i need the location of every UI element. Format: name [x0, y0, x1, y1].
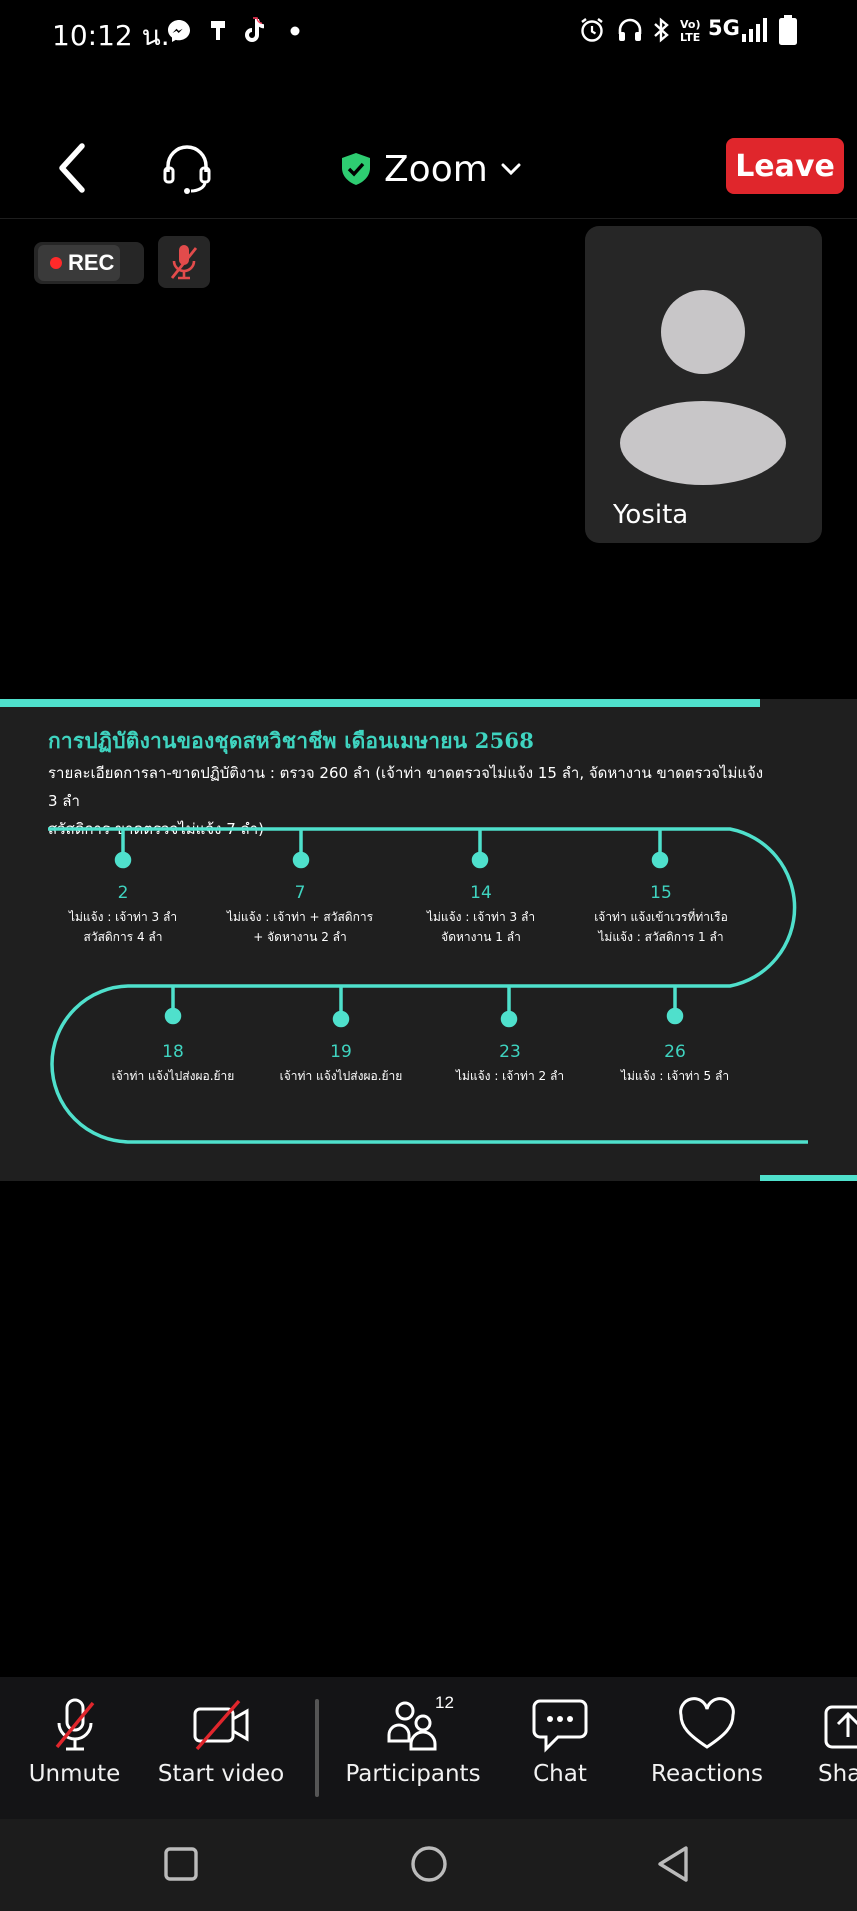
- event-day: 23: [499, 1042, 521, 1062]
- reactions-button[interactable]: Reactions: [650, 1677, 764, 1819]
- timeline-event: 7 ไม่แจ้ง : เจ้าท่า + สวัสดิการ + จัดหาง…: [200, 883, 400, 947]
- system-navigation-bar: [0, 1819, 857, 1911]
- avatar-placeholder-icon: [620, 290, 786, 485]
- event-description: เจ้าท่า แจ้งไปส่งผอ.ย้าย: [279, 1069, 403, 1083]
- chat-button[interactable]: Chat: [520, 1677, 600, 1819]
- timeline-event: 2 ไม่แจ้ง : เจ้าท่า 3 ลำ สวัสดิการ 4 ลำ: [23, 883, 223, 947]
- meeting-title: Zoom: [384, 148, 488, 190]
- event-day: 7: [294, 883, 306, 903]
- share-label: Sha: [818, 1761, 857, 1787]
- event-day: 19: [330, 1042, 352, 1062]
- headphones-icon: [618, 18, 642, 41]
- event-line: จัดหางาน 1 ลำ: [441, 930, 521, 944]
- timeline-event: 26 ไม่แจ้ง : เจ้าท่า 5 ลำ: [575, 1042, 775, 1086]
- timeline-event: 19 เจ้าท่า แจ้งไปส่งผอ.ย้าย: [241, 1042, 441, 1086]
- reactions-label: Reactions: [651, 1761, 763, 1787]
- event-day: 26: [664, 1042, 686, 1062]
- header-divider: [0, 218, 857, 219]
- participant-name: Yosita: [613, 500, 689, 530]
- tiktok-icon: [245, 17, 264, 42]
- slide-title: การปฏิบัติงานของชุดสหวิชาชีพ เดือนเมษายน…: [48, 728, 535, 753]
- chat-bubble-icon: [532, 1699, 588, 1753]
- timeline-event: 23 ไม่แจ้ง : เจ้าท่า 2 ลำ: [410, 1042, 610, 1086]
- event-description: ไม่แจ้ง : เจ้าท่า 5 ลำ: [620, 1069, 730, 1083]
- event-line: ไม่แจ้ง : สวัสดิการ 1 ลำ: [598, 930, 724, 944]
- event-line: เจ้าท่า แจ้งเข้าเวรที่ท่าเรือ: [594, 910, 728, 924]
- svg-text:LTE: LTE: [680, 31, 700, 44]
- back-chevron-icon[interactable]: [50, 140, 94, 196]
- messenger-icon: [168, 20, 190, 42]
- share-upload-icon: [824, 1705, 857, 1749]
- timeline-event: 15 เจ้าท่า แจ้งเข้าเวรที่ท่าเรือ ไม่แจ้ง…: [561, 883, 761, 947]
- chevron-down-icon: [501, 163, 521, 176]
- share-button[interactable]: Sha: [818, 1677, 857, 1819]
- toolbar-separator: [315, 1699, 319, 1797]
- heart-icon: [679, 1697, 735, 1749]
- recording-label: REC: [68, 250, 115, 275]
- status-bar: 10:12 น. Vo) LTE 5G: [0, 0, 857, 64]
- event-day: 2: [117, 883, 129, 903]
- timeline-event: 18 เจ้าท่า แจ้งไปส่งผอ.ย้าย: [73, 1042, 273, 1086]
- slide-top-accent: [0, 699, 760, 707]
- shared-screen-slide: การปฏิบัติงานของชุดสหวิชาชีพ เดือนเมษายน…: [0, 699, 857, 1181]
- participants-icon-wrap: 12: [383, 1693, 454, 1753]
- event-day: 18: [162, 1042, 184, 1062]
- secure-shield-icon: [342, 153, 370, 185]
- recording-dot-icon: [50, 257, 62, 269]
- recent-apps-icon[interactable]: [156, 1839, 206, 1889]
- notification-dot-icon: [290, 26, 300, 36]
- event-line: ไม่แจ้ง : เจ้าท่า 3 ลำ: [68, 910, 178, 924]
- timeline-track: [48, 827, 808, 1144]
- status-time: 10:12 น.: [52, 19, 170, 52]
- network-type: 5G: [708, 16, 740, 40]
- event-description: เจ้าท่า แจ้งเข้าเวรที่ท่าเรือ ไม่แจ้ง : …: [561, 907, 761, 947]
- home-icon[interactable]: [404, 1839, 454, 1889]
- timeline-event: 14 ไม่แจ้ง : เจ้าท่า 3 ลำ จัดหางาน 1 ลำ: [381, 883, 581, 947]
- bluetooth-icon: [654, 17, 669, 43]
- recording-indicator[interactable]: REC: [34, 242, 144, 284]
- slide-subtitle-line1: รายละเอียดการลา-ขาดปฏิบัติงาน : ตรวจ 260…: [48, 764, 764, 810]
- event-description: ไม่แจ้ง : เจ้าท่า + สวัสดิการ + จัดหางาน…: [200, 907, 400, 947]
- volte-icon: Vo) LTE: [680, 18, 701, 44]
- event-day: 14: [470, 883, 492, 903]
- participants-count: 12: [435, 1693, 454, 1712]
- svg-text:Vo): Vo): [680, 18, 701, 31]
- event-line: ไม่แจ้ง : เจ้าท่า 3 ลำ: [426, 910, 536, 924]
- event-line: + จัดหางาน 2 ลำ: [253, 930, 347, 944]
- unmute-label: Unmute: [28, 1761, 121, 1787]
- unmute-button[interactable]: Unmute: [22, 1677, 127, 1819]
- signal-icon: [742, 18, 767, 42]
- meeting-title-dropdown[interactable]: Zoom: [340, 144, 522, 194]
- event-description: ไม่แจ้ง : เจ้าท่า 3 ลำ สวัสดิการ 4 ลำ: [23, 907, 223, 947]
- event-day: 15: [650, 883, 672, 903]
- event-description: เจ้าท่า แจ้งไปส่งผอ.ย้าย: [111, 1069, 235, 1083]
- mic-muted-icon: [55, 1698, 94, 1751]
- event-description: ไม่แจ้ง : เจ้าท่า 2 ลำ: [455, 1069, 565, 1083]
- start-video-button[interactable]: Start video: [158, 1677, 284, 1819]
- back-triangle-icon[interactable]: [650, 1839, 700, 1889]
- video-off-icon: [193, 1699, 249, 1751]
- host-mic-muted-badge: [158, 236, 210, 288]
- mic-muted-icon: [170, 245, 198, 280]
- leave-button[interactable]: Leave: [726, 138, 844, 194]
- participants-label: Participants: [345, 1761, 481, 1787]
- event-line: สวัสดิการ 4 ลำ: [83, 930, 163, 944]
- battery-icon: [779, 15, 797, 45]
- support-headset-icon[interactable]: [160, 142, 214, 196]
- meeting-header: Zoom Leave: [0, 130, 857, 220]
- event-description: ไม่แจ้ง : เจ้าท่า 3 ลำ จัดหางาน 1 ลำ: [381, 907, 581, 947]
- start-video-label: Start video: [157, 1761, 285, 1787]
- alarm-icon: [581, 18, 603, 42]
- meeting-toolbar: Unmute Start video 12 Participants Chat: [0, 1677, 857, 1819]
- paint-brush-icon: [211, 21, 225, 40]
- participants-icon: [387, 1701, 437, 1751]
- participants-button[interactable]: 12 Participants: [345, 1677, 481, 1819]
- chat-label: Chat: [533, 1761, 587, 1787]
- event-line: ไม่แจ้ง : เจ้าท่า + สวัสดิการ: [226, 910, 374, 924]
- participant-video-tile[interactable]: Yosita: [585, 226, 822, 543]
- slide-bottom-accent: [760, 1175, 857, 1181]
